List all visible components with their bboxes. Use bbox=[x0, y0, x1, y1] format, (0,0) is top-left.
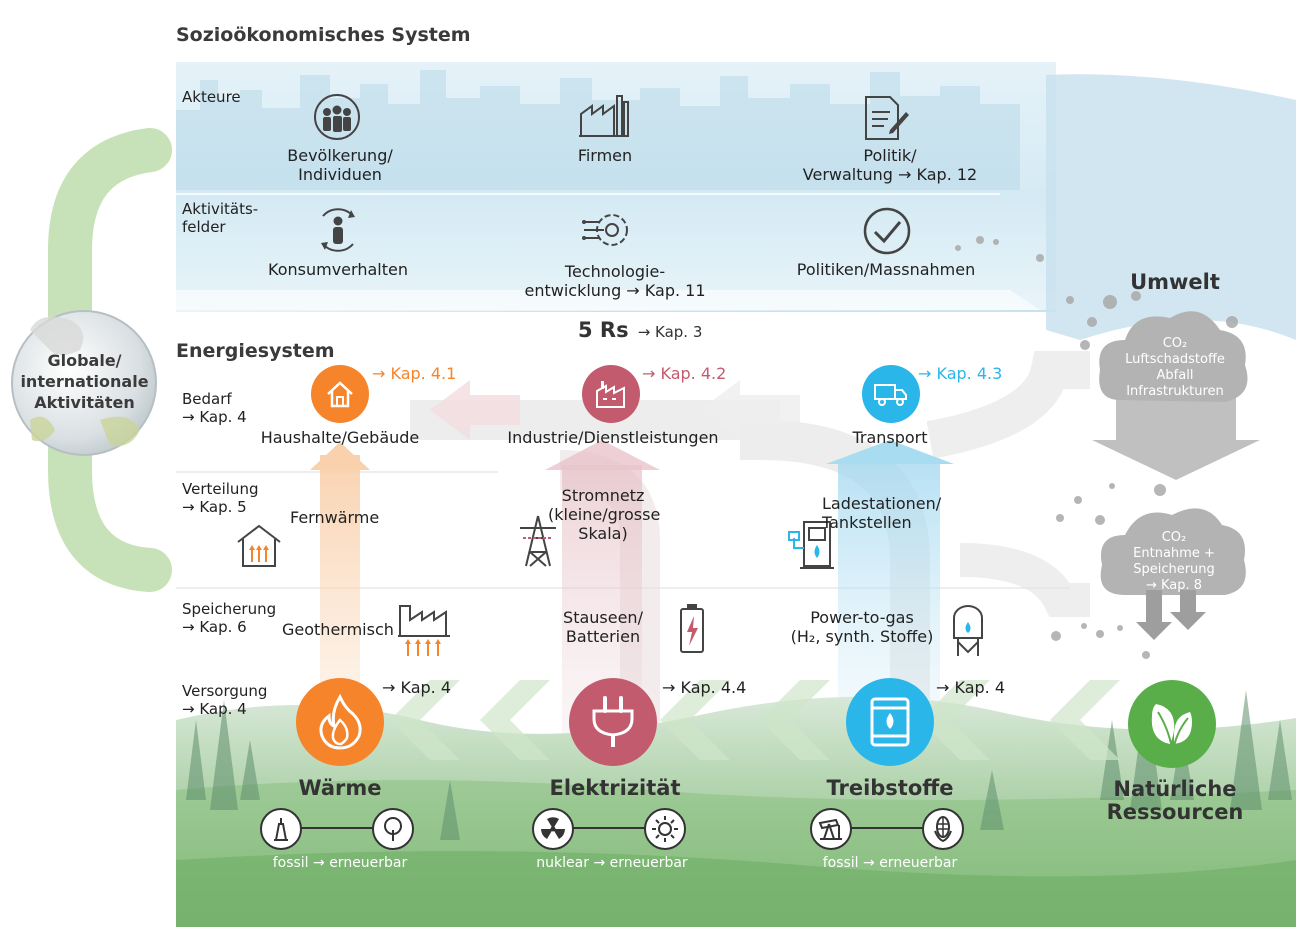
power-pylon-icon bbox=[518, 514, 558, 572]
fuel-barrel-icon bbox=[846, 678, 934, 766]
oil-lamp-icon bbox=[260, 808, 302, 850]
umwelt-cloud-emissions: CO₂ Luftschadstoffe Abfall Infrastruktur… bbox=[1125, 336, 1225, 399]
truck-icon bbox=[862, 365, 920, 423]
supply-ref-waerme: → Kap. 4 bbox=[382, 678, 452, 697]
treibstoffe-range: fossil → erneuerbar bbox=[822, 855, 958, 871]
row-speicherung: Speicherung → Kap. 6 bbox=[182, 600, 277, 636]
akteur-firmen: Firmen bbox=[577, 146, 633, 165]
dist-stromnetz: Stromnetz (kleine/grosse Skala) bbox=[548, 486, 661, 543]
umwelt-cloud-capture: CO₂ Entnahme + Speicherung → Kap. 8 bbox=[1133, 530, 1215, 593]
corn-icon bbox=[922, 808, 964, 850]
supply-ref-treibstoffe: → Kap. 4 bbox=[936, 678, 1006, 697]
akteure-label: Akteure bbox=[182, 88, 241, 106]
house-icon bbox=[311, 365, 369, 423]
dist-fernwaerme: Fernwärme bbox=[290, 508, 380, 527]
radiation-icon bbox=[532, 808, 574, 850]
treibstoffe-range-track bbox=[850, 827, 932, 829]
charging-station-icon bbox=[784, 518, 834, 574]
akteur-bevoelkerung: Bevölkerung/ Individuen bbox=[287, 146, 393, 184]
supply-waerme: Wärme bbox=[298, 776, 382, 800]
row-verteilung: Verteilung → Kap. 5 bbox=[182, 480, 259, 516]
globe-label: Globale/ internationale Aktivitäten bbox=[20, 351, 149, 412]
people-globe-icon bbox=[312, 92, 362, 146]
leaves-icon bbox=[1128, 680, 1216, 768]
five-rs-label: 5 Rs bbox=[578, 318, 629, 342]
gas-tank-icon bbox=[950, 602, 986, 662]
supply-ref-elektrizitaet: → Kap. 4.4 bbox=[662, 678, 747, 697]
document-pen-icon bbox=[860, 94, 910, 146]
row-versorgung: Versorgung → Kap. 4 bbox=[182, 682, 268, 718]
factory-icon bbox=[578, 92, 630, 142]
storage-power-to-gas: Power-to-gas (H₂, synth. Stoffe) bbox=[790, 608, 934, 646]
feld-konsum: Konsumverhalten bbox=[268, 260, 408, 279]
oil-pump-icon bbox=[810, 808, 852, 850]
feld-technologie: Technologie- entwicklung → Kap. 11 bbox=[524, 262, 706, 300]
demand-ref-transport: → Kap. 4.3 bbox=[918, 364, 1003, 383]
checkmark-icon bbox=[862, 206, 912, 260]
demand-industrie: Industrie/Dienstleistungen bbox=[507, 428, 719, 447]
storage-geothermisch: Geothermisch bbox=[282, 620, 394, 639]
akteur-politik: Politik/ Verwaltung → Kap. 12 bbox=[802, 146, 978, 184]
demand-haushalte: Haushalte/Gebäude bbox=[260, 428, 420, 447]
tree-icon bbox=[372, 808, 414, 850]
supply-elektrizitaet: Elektrizität bbox=[549, 776, 681, 800]
storage-stauseen: Stauseen/ Batterien bbox=[563, 608, 643, 646]
demand-ref-industrie: → Kap. 4.2 bbox=[642, 364, 727, 383]
dist-ladestationen: Ladestationen/ Tankstellen bbox=[822, 494, 942, 532]
waerme-range: fossil → erneuerbar bbox=[272, 855, 408, 871]
nature-title: Natürliche Ressourcen bbox=[1106, 777, 1244, 824]
umwelt-title: Umwelt bbox=[1130, 270, 1220, 294]
energy-title: Energiesystem bbox=[176, 340, 335, 362]
elektrizitaet-range-track bbox=[572, 827, 654, 829]
demand-ref-haushalte: → Kap. 4.1 bbox=[372, 364, 457, 383]
plug-icon bbox=[569, 678, 657, 766]
battery-icon bbox=[678, 602, 706, 658]
geothermal-icon bbox=[396, 602, 452, 662]
feld-politiken: Politiken/Massnahmen bbox=[796, 260, 976, 279]
five-rs: 5 Rs → Kap. 3 bbox=[578, 318, 702, 342]
five-rs-ref: → Kap. 3 bbox=[637, 323, 703, 341]
elektrizitaet-range: nuklear → erneuerbar bbox=[536, 855, 688, 871]
socio-title: Sozioökonomisches System bbox=[176, 24, 471, 46]
industry-icon bbox=[582, 365, 640, 423]
waerme-range-track bbox=[300, 827, 382, 829]
felder-label: Aktivitäts- felder bbox=[182, 200, 259, 236]
supply-treibstoffe: Treibstoffe bbox=[826, 776, 954, 800]
person-cycle-icon bbox=[313, 206, 363, 258]
demand-transport: Transport bbox=[852, 428, 928, 447]
sun-icon bbox=[644, 808, 686, 850]
heated-house-icon bbox=[234, 522, 284, 572]
row-bedarf: Bedarf → Kap. 4 bbox=[182, 390, 247, 426]
flame-icon bbox=[296, 678, 384, 766]
gear-circuit-icon bbox=[582, 204, 634, 260]
